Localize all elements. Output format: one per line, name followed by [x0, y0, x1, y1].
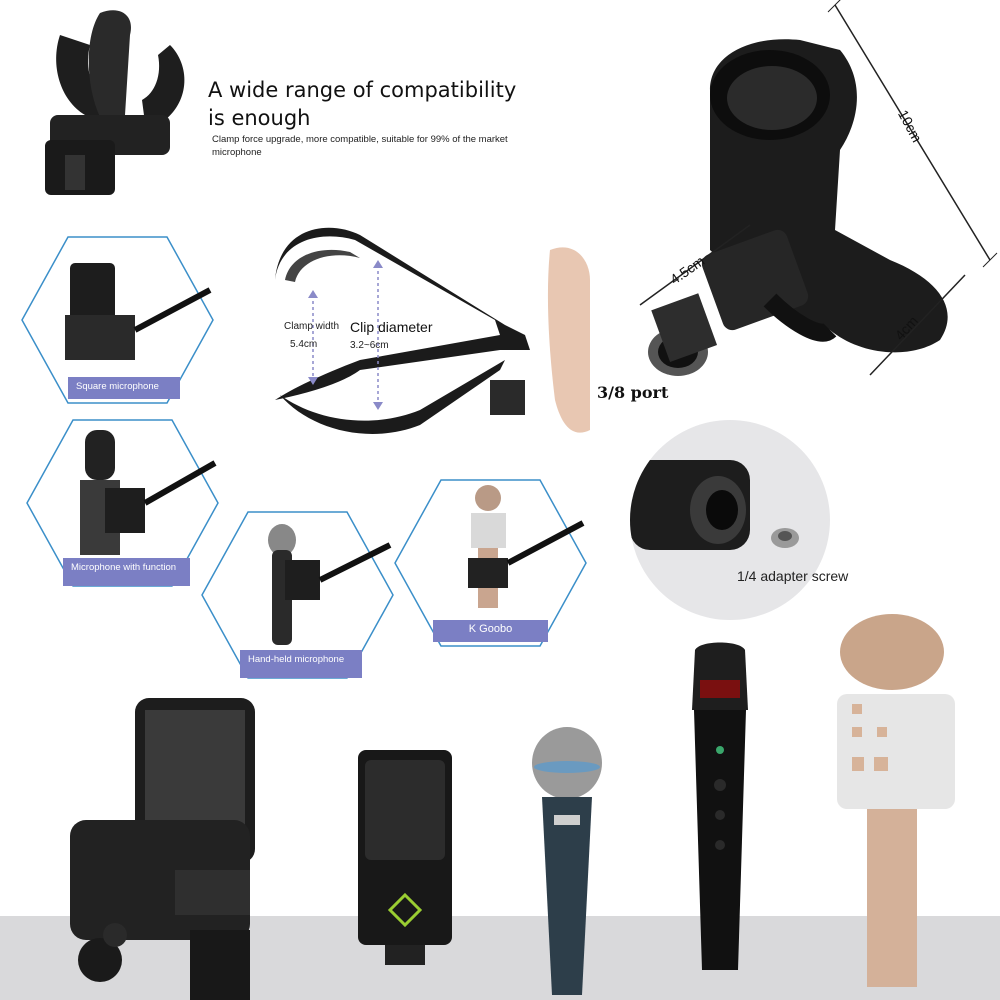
clamp-width-value: 5.4cm [290, 339, 318, 350]
hex-card-label: K Goobo [433, 620, 548, 642]
adapter-screw-label: 1/4 adapter screw [737, 568, 849, 584]
mic-clip-photo [45, 10, 185, 195]
hex-card-label: Hand-held microphone [240, 650, 362, 678]
wireless-black-mic [692, 642, 748, 970]
adapter-screw-illustration [630, 460, 799, 550]
hex-card-label: Square microphone [68, 377, 180, 399]
headline-subtitle: Clamp force upgrade, more compatible, su… [212, 134, 508, 158]
hex-card-square-mic: Square microphone [20, 235, 215, 405]
hex-card-label: Microphone with function [63, 558, 190, 586]
handheld-dynamic-mic [532, 727, 602, 995]
clip-diameter-label: Clip diameter [350, 319, 433, 335]
clip-diameter-diagram [275, 227, 590, 434]
hex-card-function-mic: Microphone with function [25, 418, 220, 588]
lct-240-pro-mic [358, 750, 452, 965]
port-label: 3/8 port [597, 383, 669, 402]
k-goobo-karaoke-mic [837, 614, 955, 987]
adapter-closeup [630, 420, 830, 620]
holder-body [648, 39, 948, 376]
clamp-width-label: Clamp width [284, 321, 340, 332]
hex-card-handheld-mic: Hand-held microphone [200, 510, 395, 680]
holder-dimension-diagram [639, 0, 998, 376]
hex-card-k-goobo: K Goobo [393, 478, 588, 648]
condenser-mic-with-clip [70, 698, 255, 1000]
headline-title: A wide range of compatibility is enough [208, 78, 517, 130]
clip-diameter-value: 3.2~6cm [350, 340, 389, 351]
